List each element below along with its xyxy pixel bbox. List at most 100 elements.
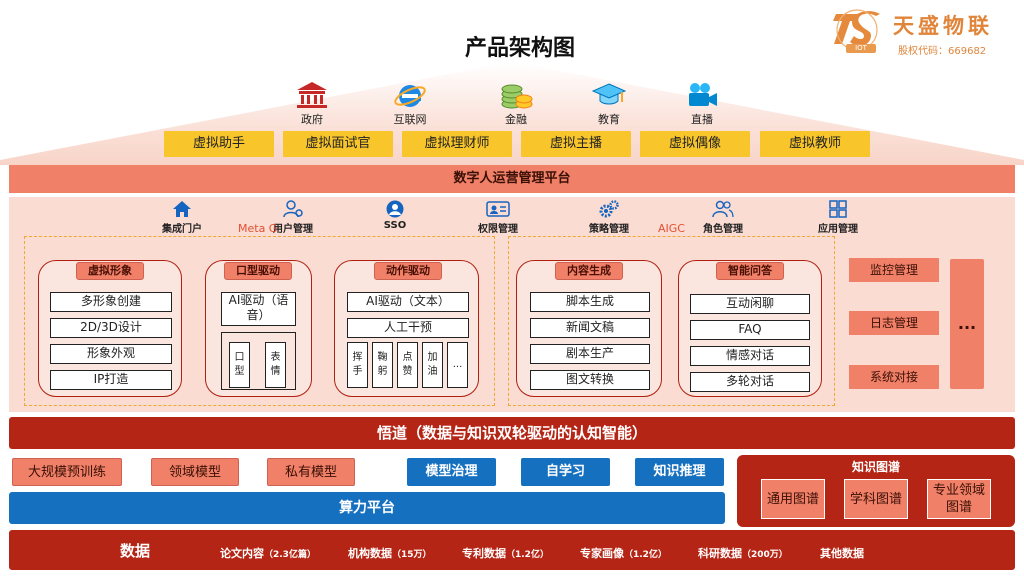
lip-drive-sub-box xyxy=(221,332,296,390)
data-item-institutions: 机构数据（15万） xyxy=(348,545,432,561)
virtual-image-item[interactable]: 多形象创建 xyxy=(50,292,172,312)
industry-label: 政府 xyxy=(301,113,323,126)
content-gen-title: 内容生成 xyxy=(555,262,623,280)
system-integration-button[interactable]: 系统对接 xyxy=(849,365,939,389)
motion-sub-item[interactable]: 挥手 xyxy=(347,342,368,388)
module-label: 用户管理 xyxy=(273,224,313,235)
module-label: 角色管理 xyxy=(703,224,743,235)
aigc-group-tag: AIGC xyxy=(658,222,685,235)
kg-item-general[interactable]: 通用图谱 xyxy=(761,479,825,519)
data-item-count: （2.3亿篇） xyxy=(264,550,316,560)
platform-bar: 数字人运营管理平台 xyxy=(9,165,1015,193)
virtual-image-item[interactable]: 形象外观 xyxy=(50,344,172,364)
page-title: 产品架构图 xyxy=(464,36,575,61)
id-card-icon xyxy=(486,201,510,217)
app-virtual-financial-advisor[interactable]: 虚拟理财师 xyxy=(402,131,512,157)
smart-qa-item[interactable]: 情感对话 xyxy=(690,346,810,366)
domain-model-button[interactable]: 领域模型 xyxy=(151,458,239,486)
data-item-name: 科研数据 xyxy=(698,547,742,560)
data-item-name: 机构数据 xyxy=(348,547,392,560)
data-item-other: 其他数据 xyxy=(820,545,864,561)
industry-internet: 互联网 xyxy=(382,80,438,127)
meta-group-tag: Meta G xyxy=(238,222,278,235)
logo-badge: IOT xyxy=(846,44,876,53)
module-label: 应用管理 xyxy=(818,224,858,235)
motion-sub-item[interactable]: 鞠躬 xyxy=(372,342,393,388)
industry-label: 教育 xyxy=(598,113,620,126)
data-item-experts: 专家画像（1.2亿） xyxy=(580,545,667,561)
log-management-button[interactable]: 日志管理 xyxy=(849,311,939,335)
module-user-management[interactable]: 用户管理 xyxy=(258,200,328,235)
self-learning-button[interactable]: 自学习 xyxy=(521,458,610,486)
module-permission[interactable]: 权限管理 xyxy=(463,200,533,235)
module-portal[interactable]: 集成门户 xyxy=(147,200,217,235)
app-virtual-anchor[interactable]: 虚拟主播 xyxy=(521,131,631,157)
graduation-cap-icon xyxy=(592,83,626,105)
lip-drive-group xyxy=(205,260,312,397)
data-title: 数据 xyxy=(120,542,151,560)
coins-icon xyxy=(501,84,533,109)
knowledge-reasoning-button[interactable]: 知识推理 xyxy=(635,458,724,486)
module-strategy[interactable]: 策略管理 xyxy=(574,200,644,235)
industry-label: 互联网 xyxy=(393,113,427,126)
module-label: 集成门户 xyxy=(162,224,202,235)
virtual-image-item[interactable]: IP打造 xyxy=(50,370,172,390)
module-sso[interactable]: SSO xyxy=(360,200,430,231)
more-box[interactable]: ... xyxy=(950,259,984,389)
motion-sub-item[interactable]: 加油 xyxy=(422,342,443,388)
app-virtual-teacher[interactable]: 虚拟教师 xyxy=(760,131,870,157)
gears-icon xyxy=(599,200,619,218)
industry-government: 政府 xyxy=(284,80,340,127)
aigc-group-box xyxy=(508,236,835,406)
data-item-name: 其他数据 xyxy=(820,547,864,560)
live-video-camera-icon xyxy=(689,83,717,106)
stock-code: 股权代码：669682 xyxy=(898,46,987,57)
module-label: SSO xyxy=(383,220,407,231)
motion-drive-item[interactable]: AI驱动（文本） xyxy=(347,292,469,312)
industry-label: 金融 xyxy=(505,113,527,126)
kg-item-subject[interactable]: 学科图谱 xyxy=(844,479,908,519)
app-virtual-assistant[interactable]: 虚拟助手 xyxy=(164,131,274,157)
smart-qa-item[interactable]: 多轮对话 xyxy=(690,372,810,392)
module-label: 策略管理 xyxy=(589,224,629,235)
company-name: 天盛物联 xyxy=(893,13,993,38)
meta-group-box xyxy=(24,236,495,406)
users-icon xyxy=(712,200,734,218)
app-grid-icon xyxy=(829,200,847,218)
monitoring-button[interactable]: 监控管理 xyxy=(849,258,939,282)
kg-item-domain[interactable]: 专业领域图谱 xyxy=(927,479,991,519)
virtual-image-item[interactable]: 2D/3D设计 xyxy=(50,318,172,338)
industry-education: 教育 xyxy=(581,80,637,127)
lip-drive-sub-item[interactable]: 表情 xyxy=(265,342,286,388)
motion-sub-item[interactable]: ... xyxy=(447,342,468,388)
content-gen-item[interactable]: 剧本生产 xyxy=(530,344,650,364)
motion-sub-item[interactable]: 点赞 xyxy=(397,342,418,388)
module-role[interactable]: 角色管理 xyxy=(688,200,758,235)
home-icon xyxy=(173,201,191,217)
compute-platform-bar: 算力平台 xyxy=(9,492,725,524)
content-gen-item[interactable]: 新闻文稿 xyxy=(530,318,650,338)
data-item-count: （200万） xyxy=(742,550,788,560)
motion-drive-item[interactable]: 人工干预 xyxy=(347,318,469,338)
smart-qa-item[interactable]: 互动闲聊 xyxy=(690,294,810,314)
module-label: 权限管理 xyxy=(478,224,518,235)
private-model-button[interactable]: 私有模型 xyxy=(267,458,355,486)
content-gen-item[interactable]: 脚本生成 xyxy=(530,292,650,312)
module-application[interactable]: 应用管理 xyxy=(803,200,873,235)
content-gen-item[interactable]: 图文转换 xyxy=(530,370,650,390)
wudao-bar: 悟道（数据与知识双轮驱动的认知智能） xyxy=(9,417,1015,449)
smart-qa-item[interactable]: FAQ xyxy=(690,320,810,340)
data-item-patents: 专利数据（1.2亿） xyxy=(462,545,549,561)
lip-drive-ai-item[interactable]: AI驱动（语音） xyxy=(221,292,296,326)
government-building-icon xyxy=(297,82,327,108)
lip-drive-sub-item[interactable]: 口型 xyxy=(229,342,250,388)
model-governance-button[interactable]: 模型治理 xyxy=(407,458,496,486)
large-scale-pretraining-button[interactable]: 大规模预训练 xyxy=(12,458,122,486)
data-item-research: 科研数据（200万） xyxy=(698,545,788,561)
data-item-papers: 论文内容（2.3亿篇） xyxy=(220,545,316,561)
app-virtual-interviewer[interactable]: 虚拟面试官 xyxy=(283,131,393,157)
user-gear-icon xyxy=(283,200,303,218)
lip-drive-title: 口型驱动 xyxy=(224,262,292,280)
industry-live: 直播 xyxy=(674,80,730,127)
app-virtual-idol[interactable]: 虚拟偶像 xyxy=(640,131,750,157)
